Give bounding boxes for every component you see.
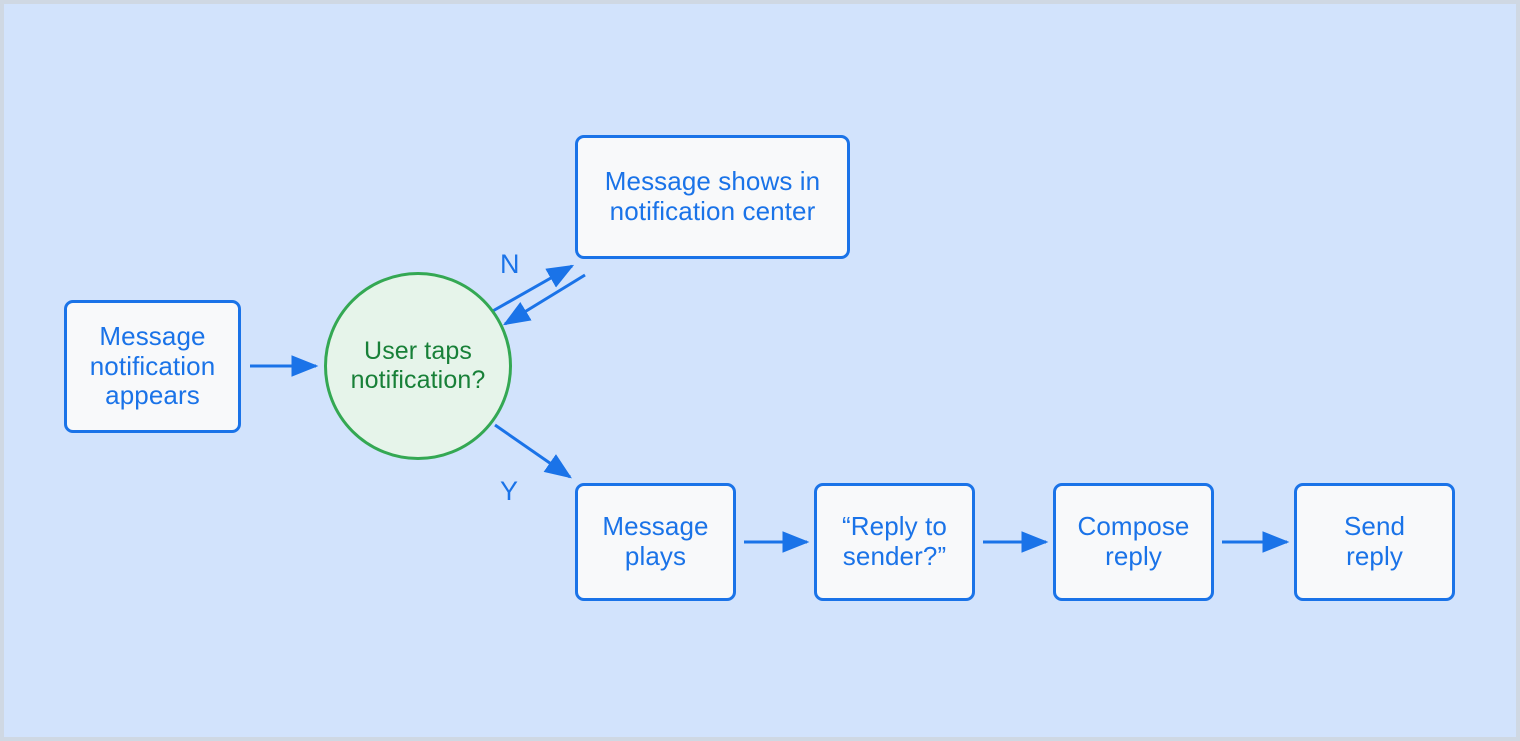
node-reply-to-sender[interactable]: “Reply to sender?” bbox=[814, 483, 975, 601]
node-label: Compose reply bbox=[1077, 511, 1190, 571]
node-label: “Reply to sender?” bbox=[842, 511, 947, 571]
node-user-taps-notification-decision[interactable]: User taps notification? bbox=[324, 272, 512, 460]
node-label: User taps notification? bbox=[350, 337, 486, 394]
node-send-reply[interactable]: Send reply bbox=[1294, 483, 1455, 601]
connector-n3-n2 bbox=[502, 273, 586, 326]
edge-label-no: N bbox=[500, 249, 520, 279]
node-label: Message notification appears bbox=[89, 321, 216, 411]
connector-n2-n4 bbox=[494, 423, 572, 479]
node-label: Message plays bbox=[602, 511, 709, 571]
node-label: Message shows in notification center bbox=[604, 166, 821, 226]
node-label: Send reply bbox=[1343, 511, 1406, 571]
node-message-plays[interactable]: Message plays bbox=[575, 483, 736, 601]
node-message-notification-appears[interactable]: Message notification appears bbox=[64, 300, 241, 433]
node-compose-reply[interactable]: Compose reply bbox=[1053, 483, 1214, 601]
edge-label-yes: Y bbox=[500, 476, 519, 506]
node-message-shows-in-notification-center[interactable]: Message shows in notification center bbox=[575, 135, 850, 259]
